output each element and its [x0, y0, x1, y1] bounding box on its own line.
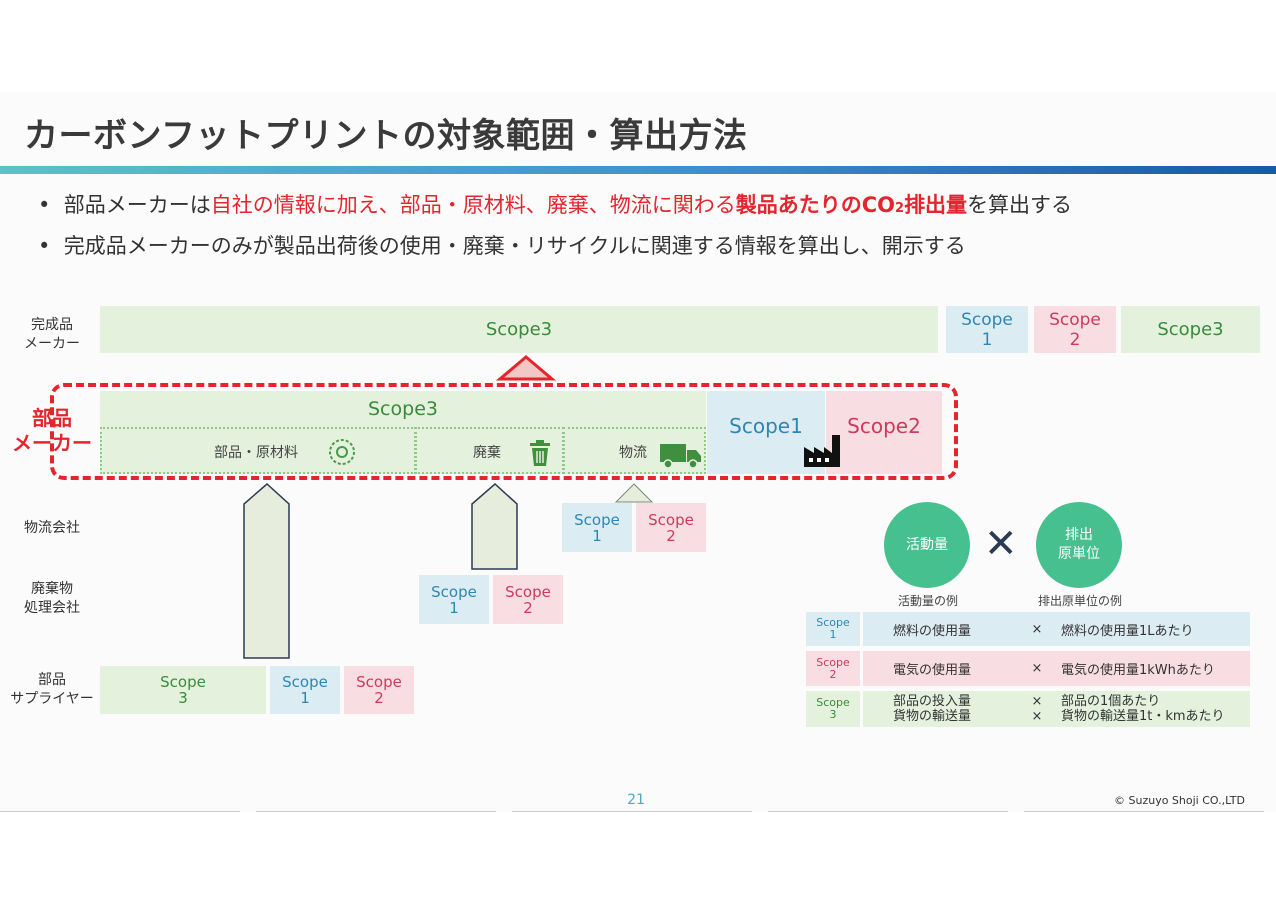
page-title: カーボンフットプリントの対象範囲・算出方法: [24, 116, 748, 156]
row-label-supplier: 部品 サプライヤー: [10, 672, 94, 707]
footer-divider: [1024, 811, 1264, 812]
footer-divider: [512, 811, 752, 812]
table-cell-scope: Scope 2: [806, 651, 863, 686]
bullet-2-text: 完成品メーカーのみが製品出荷後の使用・廃棄・リサイクルに関連する情報を算出し、開…: [63, 234, 966, 258]
logistics-scope2: Scope 2: [636, 503, 706, 552]
truck-icon: [660, 444, 701, 469]
table-cell-factor: 部品の1個あたり 貨物の輸送量1t・kmあたり: [1061, 694, 1225, 724]
title-underline-bar: [0, 166, 1276, 174]
trash-icon: [530, 440, 550, 466]
row-label-butsuryu: 物流会社: [24, 520, 80, 536]
table-cell-scope: Scope 1: [806, 612, 863, 646]
bullet-dot: •: [38, 193, 64, 217]
buhin-scope2: Scope2: [826, 391, 942, 474]
up-arrow-triangle-icon: [496, 355, 556, 381]
emission-factor-example-label: 排出原単位の例: [1037, 594, 1122, 608]
bullet-1-highlight-bold-2: 排出量: [904, 193, 968, 217]
kanseihin-scope2: Scope 2: [1034, 306, 1116, 353]
supplier-scope1: Scope 1: [270, 666, 340, 714]
multiply-icon: ✕: [984, 521, 1018, 567]
table-row-scope2: Scope 2 電気の使用量 × 電気の使用量1kWhあたり: [806, 651, 1250, 686]
activity-example-label: 活動量の例: [897, 594, 958, 608]
emission-factor-circle: 排出 原単位: [1036, 502, 1122, 588]
bullet-1-highlight: 自社の情報に加え、部品・原材料、廃棄、物流に関わる: [210, 193, 736, 217]
bullet-1-post: を算出する: [967, 193, 1073, 217]
waste-scope1: Scope 1: [419, 575, 489, 624]
footer-divider: [0, 811, 240, 812]
buhin-sub-waste: 廃棄: [415, 427, 564, 474]
bullet-1-highlight-bold: 製品あたりのCO: [735, 193, 896, 217]
footer-divider: [256, 811, 496, 812]
page-number: 21: [627, 792, 645, 808]
buhin-sub-waste-label: 廃棄: [473, 445, 501, 461]
table-cell-activity: 燃料の使用量: [893, 623, 972, 639]
row-label-kanseihin: 完成品 メーカー: [24, 317, 80, 352]
kanseihin-scope1: Scope 1: [946, 306, 1028, 353]
table-row-scope3: Scope 3 部品の投入量 貨物の輸送量 × × 部品の1個あたり 貨物の輸送…: [806, 691, 1250, 727]
table-cell-times: ×: [1031, 661, 1043, 676]
gear-parts-icon: [329, 439, 355, 465]
buhin-maker-highlight-frame: [50, 383, 958, 480]
activity-circle: 活動量: [884, 502, 970, 588]
footer-divider: [768, 811, 1008, 812]
arrow-parts-to-maker: [243, 482, 290, 659]
supplier-scope3: Scope 3: [100, 666, 266, 714]
table-cell-scope: Scope 3: [806, 691, 863, 727]
table-cell-times: ×: [1031, 621, 1043, 637]
table-cell-factor: 電気の使用量1kWhあたり: [1061, 663, 1215, 678]
bullet-2: • 完成品メーカーのみが製品出荷後の使用・廃棄・リサイクルに関連する情報を算出し…: [38, 230, 966, 260]
bullet-dot: •: [38, 234, 64, 258]
kanseihin-scope3-right: Scope3: [1121, 306, 1260, 353]
copyright: © Suzuyo Shoji CO.,LTD: [1114, 794, 1245, 807]
arrow-waste-to-maker: [471, 482, 518, 570]
row-label-haiki: 廃棄物 処理会社: [24, 581, 80, 616]
buhin-sub-logistics-label: 物流: [619, 445, 647, 461]
buhin-scope3: Scope3: [100, 391, 706, 427]
bullet-1: • 部品メーカーは自社の情報に加え、部品・原材料、廃棄、物流に関わる製品あたりの…: [38, 189, 1072, 219]
waste-scope2: Scope 2: [493, 575, 563, 624]
table-cell-activity: 部品の投入量 貨物の輸送量: [893, 694, 972, 724]
supplier-scope2: Scope 2: [344, 666, 414, 714]
arrow-logistics-to-maker: [614, 483, 654, 503]
buhin-sub-parts: 部品・原材料: [100, 427, 416, 474]
bullet-1-subscript: 2: [895, 201, 905, 216]
buhin-sub-logistics: 物流: [563, 427, 706, 474]
factory-icon: [804, 435, 840, 467]
buhin-sub-parts-label: 部品・原材料: [214, 445, 298, 461]
table-row-scope1: Scope 1 燃料の使用量 × 燃料の使用量1Lあたり: [806, 612, 1250, 646]
table-cell-factor: 燃料の使用量1Lあたり: [1061, 623, 1194, 639]
kanseihin-scope3-left: Scope3: [100, 306, 938, 353]
table-cell-times: × ×: [1031, 694, 1043, 724]
logistics-scope1: Scope 1: [562, 503, 632, 552]
table-cell-activity: 電気の使用量: [893, 663, 972, 678]
bullet-1-pre: 部品メーカーは: [63, 193, 211, 217]
